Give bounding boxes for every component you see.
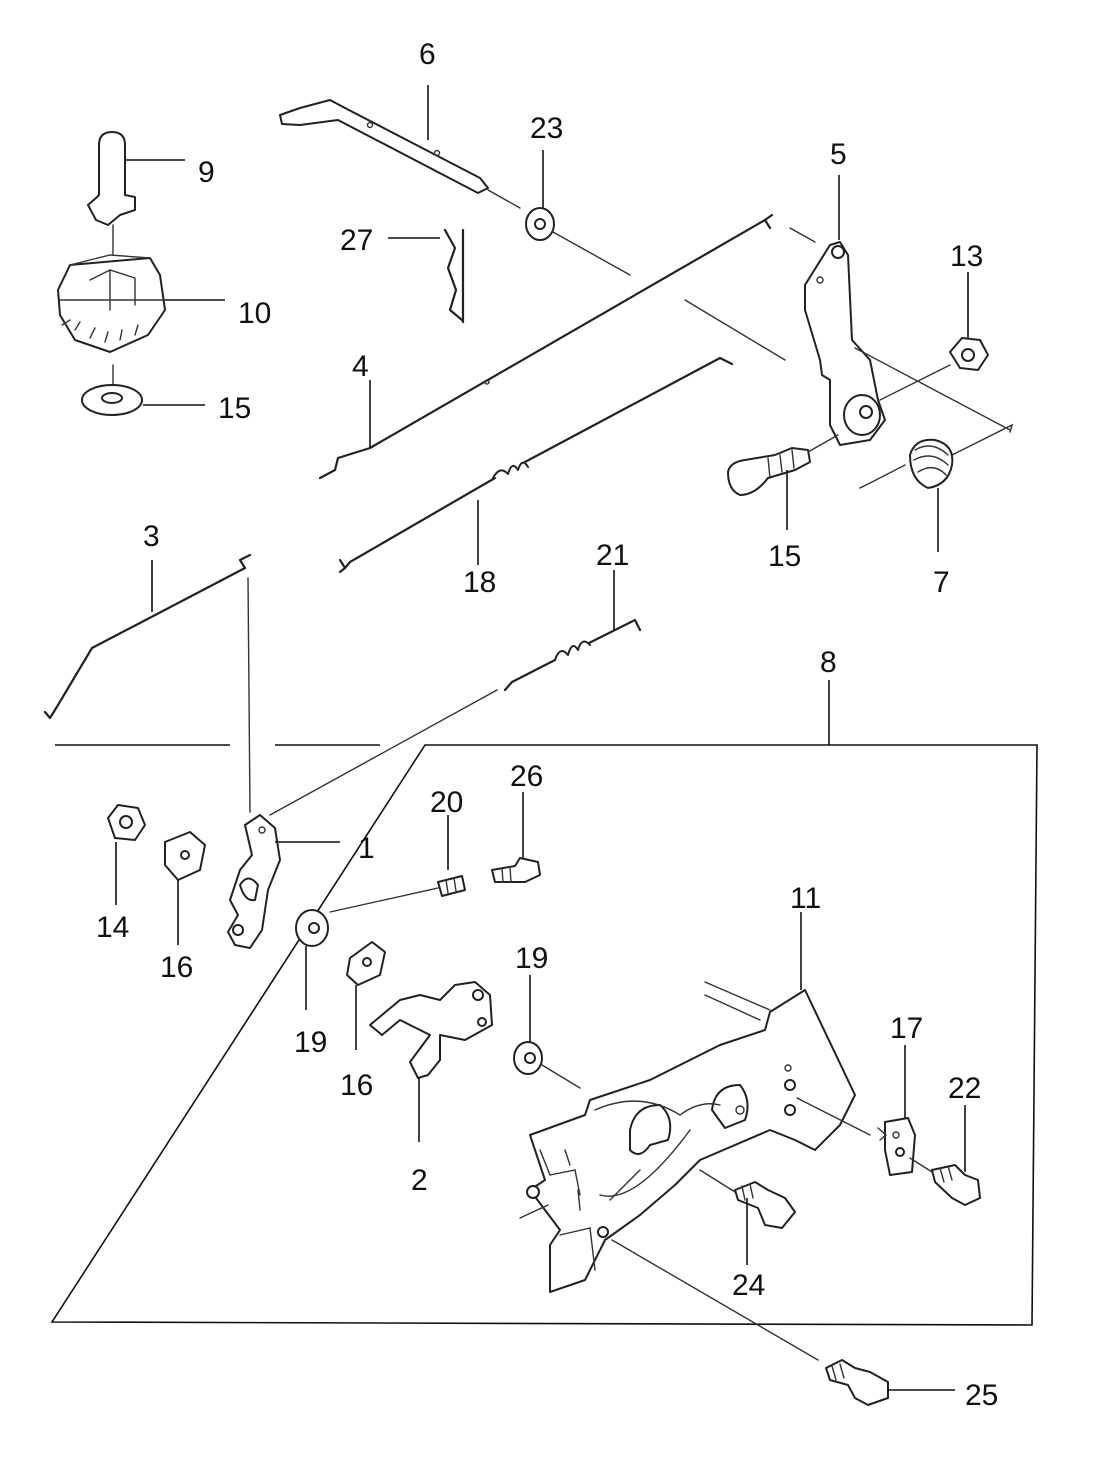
part-10-governor [57, 254, 225, 353]
callout-labels: 1 2 3 4 5 6 7 8 9 10 11 13 14 15 15 16 1… [96, 38, 998, 1412]
callout-19-left: 19 [294, 1026, 327, 1059]
part-7-spring [859, 423, 1014, 552]
part-27-rod [388, 228, 465, 324]
part-16-washer-middle [346, 941, 386, 1050]
part-14-nut [107, 804, 146, 905]
part-22-bolt [909, 1105, 981, 1206]
part-26-screw [491, 792, 541, 883]
callout-22: 22 [948, 1072, 981, 1105]
part-13-nut [949, 272, 989, 371]
part-15-bolt-right [727, 434, 839, 530]
part-21-spring-rod [269, 570, 642, 816]
callout-27: 27 [340, 224, 373, 257]
part-16-washer-left [164, 831, 206, 945]
callout-15-right: 15 [768, 540, 801, 573]
part-1-lever-plate [227, 814, 340, 949]
part-25-bolt [611, 1239, 955, 1406]
part-4-link-rod [318, 213, 786, 480]
callout-6: 6 [419, 38, 436, 71]
callout-13: 13 [950, 240, 983, 273]
part-3-link-rod [43, 553, 252, 813]
callout-3: 3 [143, 520, 160, 553]
part-5-throttle-lever [789, 175, 1011, 446]
callout-2: 2 [411, 1164, 428, 1197]
part-2-bracket [369, 981, 493, 1142]
callout-17: 17 [890, 1012, 923, 1045]
callout-25: 25 [965, 1379, 998, 1412]
callout-15-left: 15 [218, 392, 251, 425]
callout-26: 26 [510, 760, 543, 793]
callout-11: 11 [790, 882, 821, 915]
callout-7: 7 [933, 566, 950, 599]
callout-16-left: 16 [160, 951, 193, 984]
part-24-bolt [699, 1169, 796, 1265]
part-19-washer-left [295, 909, 329, 1010]
part-11-base-plate [519, 912, 871, 1293]
part-9-knob [87, 131, 185, 256]
callout-18: 18 [463, 566, 496, 599]
callout-1: 1 [358, 832, 375, 865]
callout-16-middle: 16 [340, 1069, 373, 1102]
part-15-washer-left [81, 364, 205, 416]
part-23-bushing [525, 150, 631, 276]
assembly-frame-8 [50, 680, 1038, 1326]
callout-14: 14 [96, 911, 129, 944]
part-18-spring-rod [338, 356, 734, 574]
callout-23: 23 [530, 112, 563, 145]
callout-21: 21 [596, 539, 629, 572]
callout-9: 9 [198, 156, 215, 189]
callout-4: 4 [352, 350, 369, 383]
callout-20: 20 [430, 786, 463, 819]
part-6-lever-rod [279, 85, 521, 209]
callout-8: 8 [820, 646, 837, 679]
part-17-clip [877, 1045, 916, 1176]
callout-24: 24 [732, 1269, 765, 1302]
callout-19-right: 19 [515, 942, 548, 975]
part-19-washer-right [513, 975, 581, 1089]
callout-10: 10 [238, 297, 271, 330]
part-20-screw [329, 815, 466, 913]
callout-5: 5 [830, 138, 847, 171]
